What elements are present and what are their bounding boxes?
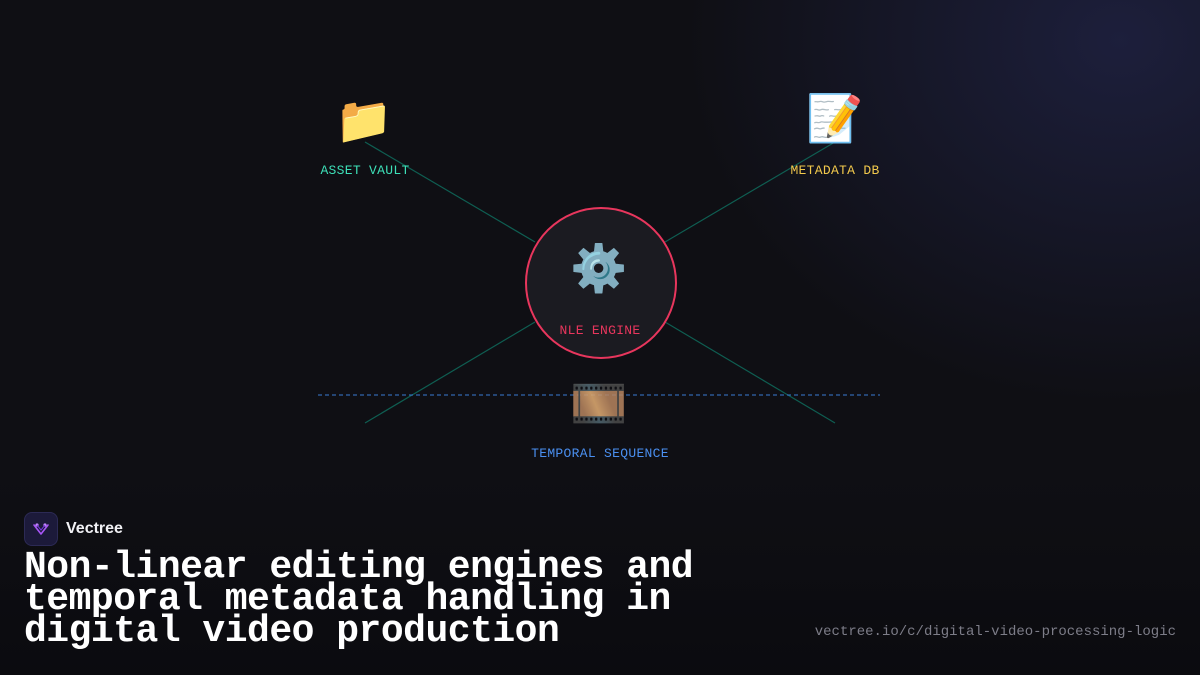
gear-icon: ⚙️ <box>570 241 628 295</box>
memo-icon: 📝 <box>806 91 864 145</box>
connector-lower-right <box>664 321 836 424</box>
temporal-sequence-label: TEMPORAL SEQUENCE <box>531 446 669 461</box>
connector-metadata-db <box>664 141 836 243</box>
connector-asset-vault <box>364 141 536 243</box>
page-url: vectree.io/c/digital-video-processing-lo… <box>814 624 1176 640</box>
film-strip-icon: 🎞️ <box>570 376 628 430</box>
folder-icon: 📁 <box>335 93 393 147</box>
asset-vault-label: ASSET VAULT <box>320 163 410 178</box>
brand: Vectree <box>24 512 123 546</box>
brand-name: Vectree <box>66 520 123 537</box>
nle-engine-label: NLE ENGINE <box>559 323 641 338</box>
nle-engine-hub <box>525 207 677 359</box>
connector-lower-left <box>364 321 536 424</box>
page-title: Non-linear editing engines and temporal … <box>24 546 694 653</box>
metadata-db-label: METADATA DB <box>790 163 880 178</box>
vectree-logo-icon <box>24 512 58 546</box>
